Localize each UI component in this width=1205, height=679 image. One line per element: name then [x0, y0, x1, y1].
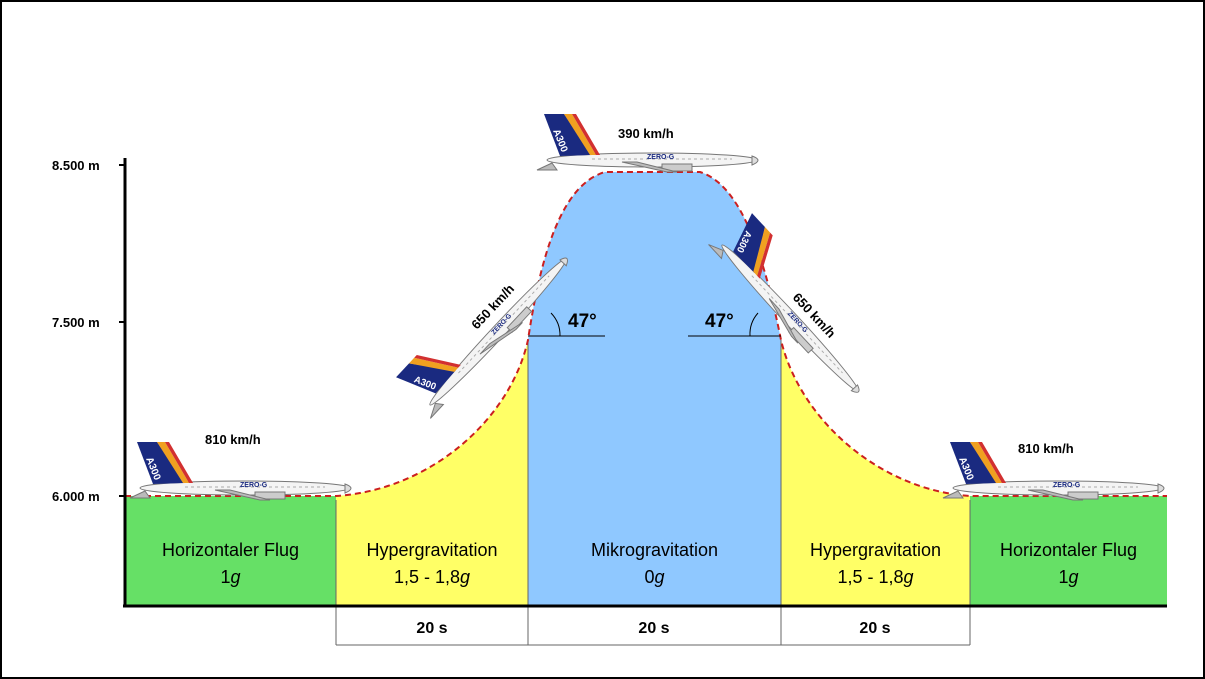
- svg-text:ZERO-G: ZERO-G: [1053, 482, 1081, 489]
- aircraft-top: A300 ZERO-G: [536, 113, 759, 173]
- zone-fill-3: [528, 172, 781, 606]
- svg-text:ZERO-G: ZERO-G: [240, 482, 268, 489]
- duration-hypergravitation-2: 20 s: [859, 620, 890, 637]
- angle-arc-right: [749, 312, 759, 337]
- zone-g-value-1: 1g: [220, 567, 240, 587]
- y-label-8500: 8.500 m: [52, 158, 100, 173]
- flight-trajectory: [125, 171, 1167, 497]
- angle-descent-label: 47°: [705, 311, 734, 332]
- zone-name-5: Horizontaler Flug: [1000, 540, 1137, 560]
- zone-fill-2: [336, 340, 528, 606]
- speed-right-level: 810 km/h: [1018, 441, 1074, 456]
- angle-climb-label: 47°: [568, 311, 597, 332]
- zone-g-value-4: 1,5 - 1,8g: [837, 567, 913, 587]
- y-label-7500: 7.500 m: [52, 315, 100, 330]
- angle-arc-left: [550, 312, 561, 337]
- zone-g-value-5: 1g: [1058, 567, 1078, 587]
- zone-g-value-3: 0g: [644, 567, 664, 587]
- speed-top: 390 km/h: [618, 126, 674, 141]
- speed-left-level: 810 km/h: [205, 432, 261, 447]
- zone-fill-4: [781, 340, 970, 606]
- zone-fill-1: [125, 496, 336, 606]
- zone-name-1: Horizontaler Flug: [162, 540, 299, 560]
- zone-name-2: Hypergravitation: [366, 540, 497, 560]
- svg-text:ZERO-G: ZERO-G: [647, 154, 675, 161]
- y-label-6000: 6.000 m: [52, 489, 100, 504]
- zone-name-3: Mikrogravitation: [591, 540, 718, 560]
- zone-fill-5: [970, 496, 1167, 606]
- zone-g-value-2: 1,5 - 1,8g: [394, 567, 470, 587]
- zone-name-4: Hypergravitation: [810, 540, 941, 560]
- duration-hypergravitation-1: 20 s: [416, 620, 447, 637]
- aircraft-left-level: A300 ZERO-G: [129, 441, 352, 501]
- duration-mikrogravitation: 20 s: [638, 620, 669, 637]
